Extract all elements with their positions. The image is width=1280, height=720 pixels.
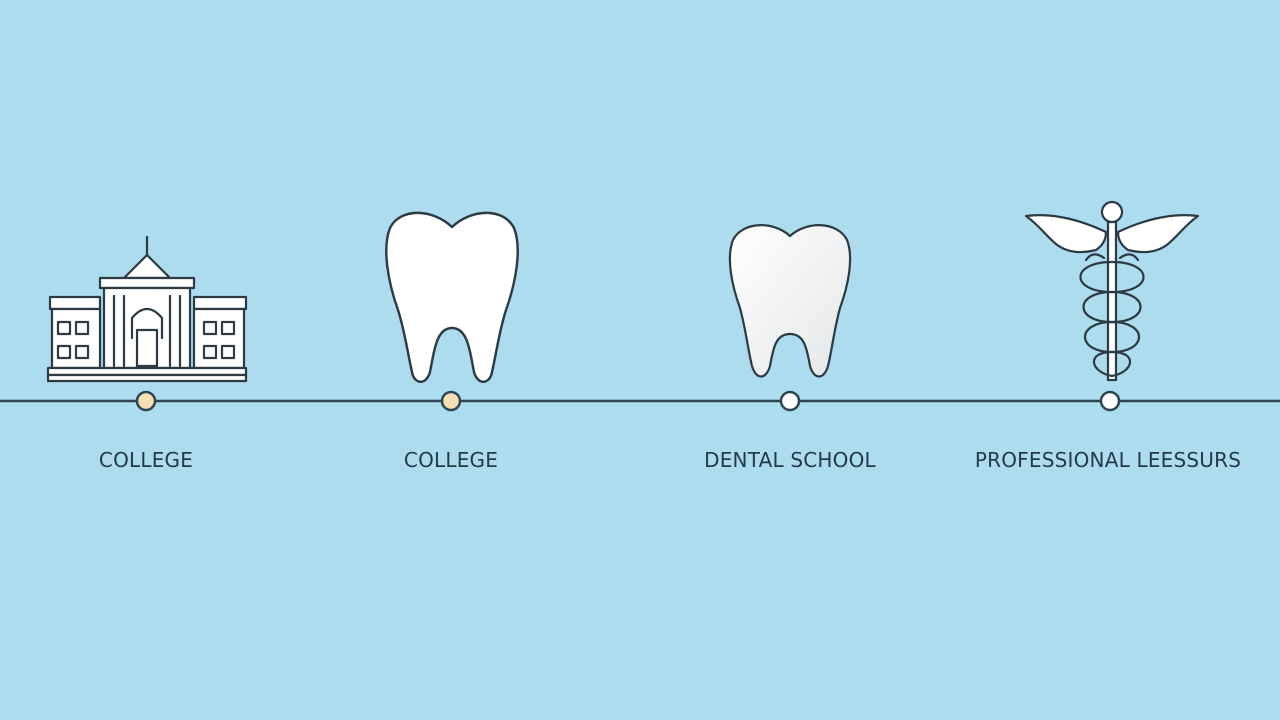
timeline-marker — [135, 390, 157, 412]
tooth-icon — [728, 224, 852, 378]
building-icon — [46, 235, 248, 383]
tooth-icon — [385, 211, 519, 383]
stage-label-professional: PROFESSIONAL LEESSURS — [974, 448, 1242, 472]
stage-label-college: COLLEGE — [98, 448, 194, 472]
stage-label-college-2: COLLEGE — [403, 448, 499, 472]
timeline-marker — [779, 390, 801, 412]
timeline-marker — [1099, 390, 1121, 412]
caduceus-icon — [1024, 200, 1200, 382]
timeline-marker — [440, 390, 462, 412]
stage-label-dental-school: DENTAL SCHOOL — [704, 448, 876, 472]
